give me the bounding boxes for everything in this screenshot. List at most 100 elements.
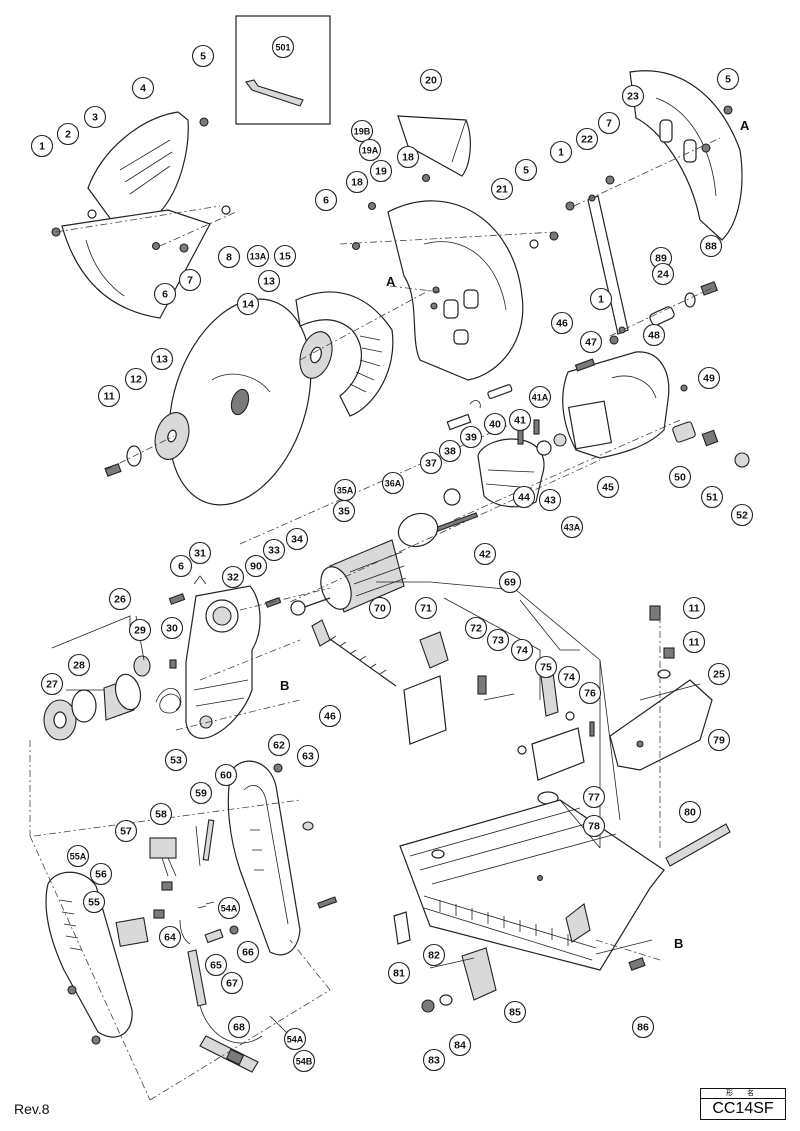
vise-block-71 — [403, 675, 447, 745]
washer-3 — [87, 209, 97, 219]
callout-43A: 43A — [560, 515, 584, 539]
callout-label: 31 — [194, 548, 206, 560]
washer-74 — [517, 745, 527, 755]
callout-37: 37 — [419, 451, 443, 475]
bushing-63 — [302, 821, 314, 831]
callout-label: 38 — [444, 446, 456, 458]
callout-75: 75 — [534, 655, 558, 679]
main-wheel-guard — [387, 200, 524, 381]
callout-86: 86 — [631, 1015, 655, 1039]
callout-label: 89 — [655, 253, 667, 265]
washer-84 — [439, 994, 453, 1006]
screw-41A — [533, 419, 540, 435]
model-number: CC14SF — [712, 1100, 774, 1117]
callout-label: 7 — [606, 118, 612, 130]
washer-25 — [657, 669, 671, 679]
lead-60 — [202, 819, 215, 861]
callout-label: 41A — [532, 393, 549, 403]
callout-label: 90 — [250, 561, 262, 573]
nut-1b — [565, 201, 575, 211]
lead-screw-70 — [319, 631, 397, 687]
callout-14: 14 — [236, 292, 260, 316]
leader-lines — [29, 137, 721, 1101]
callout-label: 81 — [393, 968, 405, 980]
callout-80: 80 — [678, 800, 702, 824]
callout-label: 3 — [92, 112, 98, 124]
vise-plate — [531, 727, 585, 781]
nut-7 — [179, 243, 189, 253]
callout-label: 82 — [428, 950, 440, 962]
callout-11: 11 — [97, 384, 121, 408]
handle-housing-left — [45, 871, 133, 1038]
pin-40 — [487, 384, 513, 399]
callout-label: 24 — [657, 269, 669, 281]
callout-label: 8 — [226, 252, 232, 264]
callout-7: 7 — [178, 268, 202, 292]
guard-ribs — [119, 139, 173, 195]
callout-53: 53 — [164, 748, 188, 772]
callout-label: 25 — [713, 669, 725, 681]
callout-label: 71 — [420, 603, 432, 615]
callout-42: 42 — [473, 542, 497, 566]
bearing-29 — [133, 655, 151, 677]
callout-72: 72 — [464, 616, 488, 640]
title-block: 形 名 CC14SF — [700, 1088, 786, 1120]
callout-6: 6 — [153, 282, 177, 306]
callout-label: 80 — [684, 807, 696, 819]
callout-6: 6 — [169, 554, 193, 578]
callout-label: 79 — [713, 735, 725, 747]
wire-59 — [195, 825, 201, 867]
callout-31: 31 — [188, 541, 212, 565]
callout-label: 72 — [470, 623, 482, 635]
callout-38: 38 — [438, 439, 462, 463]
pin-18 — [421, 173, 431, 183]
callout-11: 11 — [682, 630, 706, 654]
callout-66: 66 — [236, 940, 260, 964]
screw-33 — [265, 597, 282, 608]
callout-label: 69 — [504, 577, 516, 589]
nut-1c — [609, 335, 619, 345]
callout-45: 45 — [596, 475, 620, 499]
callout-23: 23 — [621, 84, 645, 108]
callout-55A: 55A — [66, 844, 90, 868]
callout-label: 84 — [454, 1040, 466, 1052]
callout-78: 78 — [582, 814, 606, 838]
section-marker-B: B — [280, 678, 289, 693]
callout-88: 88 — [699, 234, 723, 258]
callout-label: 33 — [268, 545, 280, 557]
callout-label: 13 — [263, 276, 275, 288]
callout-label: 46 — [556, 318, 568, 330]
wire-64 — [179, 919, 191, 945]
gear-housing — [185, 585, 261, 739]
fence-79 — [609, 679, 713, 771]
bearing-44 — [536, 440, 552, 456]
callout-label: 39 — [465, 432, 477, 444]
section-marker-A: A — [740, 118, 750, 133]
callout-label: 19A — [362, 146, 379, 156]
callout-label: 1 — [39, 141, 45, 153]
callout-label: 88 — [705, 241, 717, 253]
callout-label: 13 — [156, 354, 168, 366]
section-marker-A: A — [386, 274, 396, 289]
callout-label: 21 — [496, 184, 508, 196]
callout-label: 6 — [178, 561, 184, 573]
callout-label: 50 — [674, 472, 686, 484]
callout-36A: 36A — [381, 471, 405, 495]
callout-41: 41 — [508, 408, 532, 432]
callout-52: 52 — [730, 503, 754, 527]
rod-80 — [665, 823, 731, 867]
callout-label: 29 — [134, 625, 146, 637]
callout-27: 27 — [40, 672, 64, 696]
callout-label: 18 — [351, 177, 363, 189]
callout-81: 81 — [387, 961, 411, 985]
callout-29: 29 — [128, 618, 152, 642]
callout-43: 43 — [538, 488, 562, 512]
callout-label: 75 — [540, 662, 552, 674]
callout-label: 83 — [428, 1055, 440, 1067]
callout-label: 47 — [585, 337, 597, 349]
callout-label: 68 — [233, 1022, 245, 1034]
callout-56: 56 — [89, 862, 113, 886]
callout-label: 74 — [516, 645, 528, 657]
callout-label: 12 — [130, 374, 142, 386]
